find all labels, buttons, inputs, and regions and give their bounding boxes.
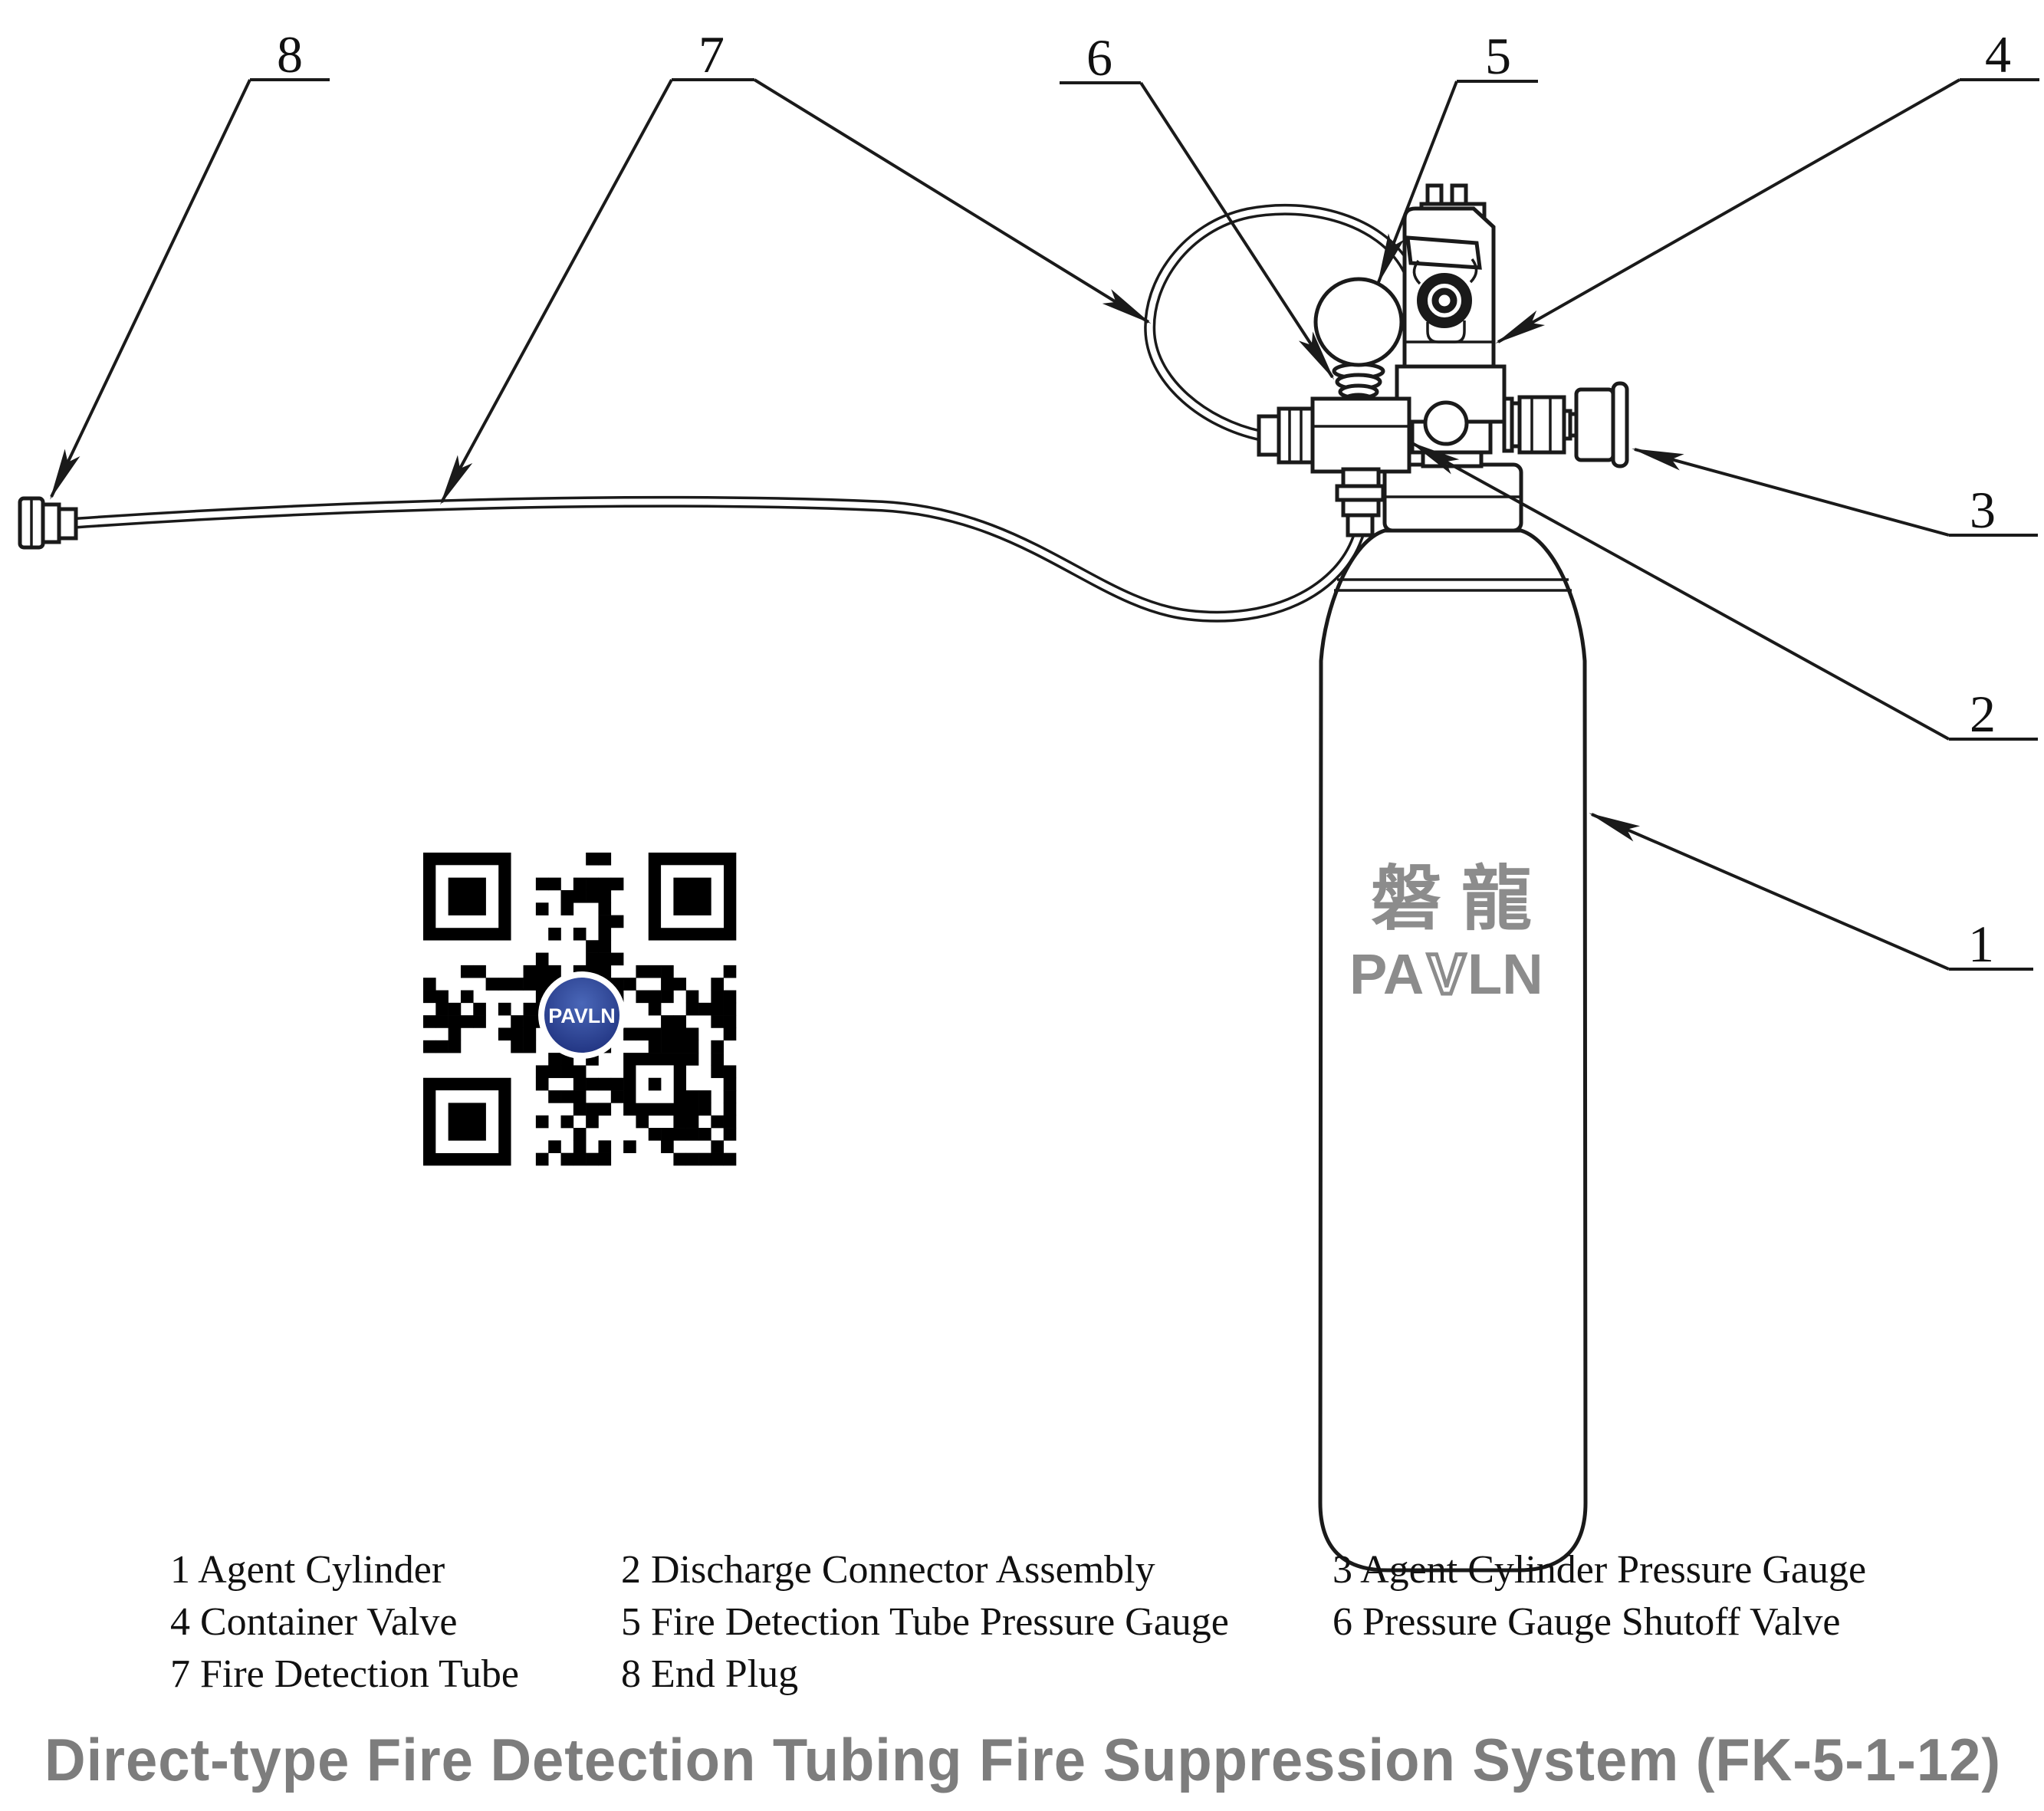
agent-cylinder-pressure-gauge [1502, 381, 1629, 468]
qr-logo-label: PAVLN [548, 1004, 616, 1027]
cylinder-logo-cn: 磐龍 [1371, 857, 1552, 940]
legend-item-2: 2 Discharge Connector Assembly [621, 1548, 1155, 1592]
page-title: Direct-type Fire Detection Tubing Fire S… [44, 1726, 2001, 1793]
part-label-5: 5 [1485, 27, 1511, 85]
valve-window [1405, 235, 1482, 270]
legend-item-8: 8 End Plug [621, 1652, 798, 1696]
legend-item-6: 6 Pressure Gauge Shutoff Valve [1333, 1600, 1840, 1644]
discharge-connector-assembly [1335, 467, 1385, 537]
part-label-3: 3 [1970, 481, 1996, 539]
fire-detection-tube [76, 495, 1364, 623]
legend-item-4: 4 Container Valve [170, 1600, 458, 1644]
valve-base-boss [1423, 400, 1469, 446]
end-plug [18, 496, 78, 550]
qr-logo-disc [544, 978, 619, 1053]
leader-lines [50, 78, 2039, 971]
part-number-labels: 8 7 6 5 4 3 2 1 [277, 25, 2011, 973]
cylinder-logo-en-pa: PA [1349, 942, 1424, 1006]
agent-cylinder [1318, 450, 1588, 1573]
part-label-7: 7 [698, 25, 725, 84]
legend-item-7: 7 Fire Detection Tube [170, 1652, 519, 1696]
part-label-4: 4 [1985, 25, 2011, 84]
legend-item-3: 3 Agent Cylinder Pressure Gauge [1333, 1548, 1866, 1592]
manifold-block [1257, 396, 1411, 474]
cylinder-logo-en-ln: LN [1467, 942, 1543, 1006]
fire-detection-tube-pressure-gauge [1313, 277, 1404, 367]
legend-item-1: 1 Agent Cylinder [170, 1548, 445, 1592]
part-label-2: 2 [1970, 685, 1996, 743]
container-valve [1395, 183, 1507, 455]
cylinder-logo-en-v: V [1428, 942, 1465, 1006]
cylinder-logo: 磐龍 PA V LN [1349, 857, 1552, 1008]
part-label-1: 1 [1968, 915, 1994, 973]
part-label-6: 6 [1086, 28, 1112, 87]
legend-item-5: 5 Fire Detection Tube Pressure Gauge [621, 1600, 1229, 1644]
legend: 1 Agent Cylinder 2 Discharge Connector A… [170, 1548, 1866, 1696]
part-label-8: 8 [277, 25, 303, 84]
